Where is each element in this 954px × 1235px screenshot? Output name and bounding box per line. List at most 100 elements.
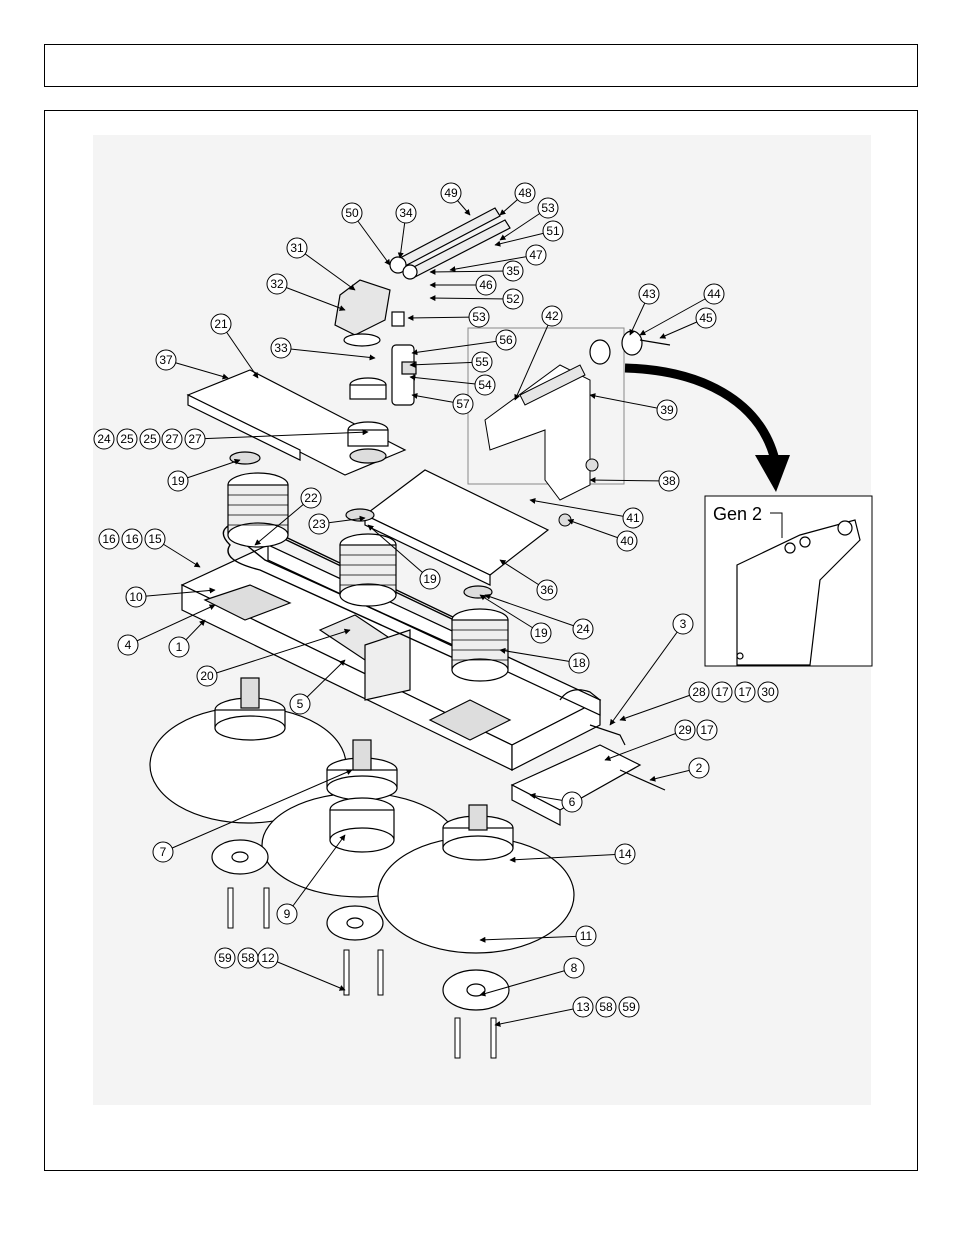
callout-circle (289, 693, 311, 715)
callout-23: 23 (308, 513, 366, 535)
callout-15: 15 (144, 528, 201, 568)
callout-leader (162, 769, 353, 853)
callout-circle (395, 202, 417, 224)
callout-number: 43 (642, 287, 656, 301)
deck-cover-left (186, 369, 407, 476)
callout-number: 59 (622, 1000, 636, 1014)
callout-number: 51 (546, 224, 560, 238)
callout-number: 25 (120, 432, 134, 446)
callout-leader (267, 957, 346, 991)
callout-number: 2 (696, 761, 703, 775)
callout-circle (276, 903, 298, 925)
callout-circle (695, 307, 717, 329)
callout-number: 28 (692, 685, 706, 699)
callout-leader (479, 594, 542, 634)
callout-leader (449, 254, 537, 273)
gen2-inset: Gen 2 (704, 495, 873, 667)
disc-center (261, 739, 459, 898)
callout-27: 27 (161, 428, 183, 450)
callout-48: 48 (499, 182, 536, 216)
callout-number: 27 (188, 432, 202, 446)
callout-number: 33 (274, 341, 288, 355)
inset-arrow-head (755, 455, 790, 492)
callout-number: 58 (241, 951, 255, 965)
callout-leader (411, 339, 507, 356)
callout-number: 46 (479, 278, 493, 292)
callout-40: 40 (567, 518, 638, 552)
callout-circle (440, 182, 462, 204)
callout-33: 33 (270, 337, 376, 361)
callout-17: 17 (734, 681, 756, 703)
callout-leader (499, 647, 580, 664)
callout-circle (196, 665, 218, 687)
callout-circle (568, 652, 590, 674)
callout-44: 44 (639, 283, 725, 336)
callout-number: 37 (159, 353, 173, 367)
callout-7: 7 (152, 769, 353, 863)
callout-28: 28 (619, 681, 710, 722)
callout-circle (266, 273, 288, 295)
callout-number: 5 (297, 697, 304, 711)
callout-number: 16 (125, 532, 139, 546)
callout-circle (117, 634, 139, 656)
callout-22: 22 (254, 487, 322, 546)
callout-number: 42 (545, 309, 559, 323)
callout-circle (495, 329, 517, 351)
callout-number: 32 (270, 277, 284, 291)
callout-circle (537, 197, 559, 219)
callout-17: 17 (696, 719, 718, 741)
callout-circle (167, 470, 189, 492)
callout-leader (220, 323, 259, 379)
callout-circle (618, 996, 640, 1018)
callout-number: 25 (143, 432, 157, 446)
callout-circle (672, 613, 694, 635)
callout-50: 50 (341, 202, 391, 266)
header-box (44, 44, 918, 87)
callout-54: 54 (409, 374, 496, 396)
callout-32: 32 (266, 273, 346, 311)
callout-circle (98, 528, 120, 550)
callout-circle (561, 791, 583, 813)
callout-circle (656, 399, 678, 421)
callout-45: 45 (659, 307, 717, 339)
callout-circle (155, 349, 177, 371)
callout-number: 47 (529, 248, 543, 262)
callout-13: 13 (494, 996, 594, 1027)
callout-circle (471, 351, 493, 373)
callout-number: 22 (304, 491, 318, 505)
callout-leader (429, 295, 514, 302)
callout-number: 8 (571, 961, 578, 975)
callout-16: 16 (98, 528, 120, 550)
callout-leader (296, 247, 356, 291)
callout-number: 38 (662, 474, 676, 488)
pulley-right (451, 608, 509, 682)
callout-circle (502, 260, 524, 282)
callout-leader (407, 314, 480, 321)
callout-19: 19 (479, 594, 552, 644)
callout-25: 25 (139, 428, 161, 450)
callout-20: 20 (196, 628, 351, 687)
callout-leader (589, 393, 668, 411)
callout-number: 27 (165, 432, 179, 446)
callout-leader (604, 729, 686, 761)
callout-number: 54 (478, 378, 492, 392)
callout-leader (479, 967, 575, 997)
callout-58: 58 (595, 996, 617, 1018)
callout-number: 58 (599, 1000, 613, 1014)
callout-circle (638, 283, 660, 305)
callout-10: 10 (125, 586, 216, 608)
valve-assembly (391, 344, 417, 406)
callout-number: 30 (761, 685, 775, 699)
callout-circle (541, 305, 563, 327)
callout-31: 31 (286, 237, 356, 291)
callout-circle (475, 274, 497, 296)
callout-number: 55 (475, 355, 489, 369)
callout-number: 4 (125, 638, 132, 652)
callout-number: 19 (171, 474, 185, 488)
callout-number: 19 (423, 572, 437, 586)
side-bracket (510, 724, 666, 826)
callout-circle (514, 182, 536, 204)
callout-number: 50 (345, 206, 359, 220)
callout-leader (367, 524, 431, 580)
